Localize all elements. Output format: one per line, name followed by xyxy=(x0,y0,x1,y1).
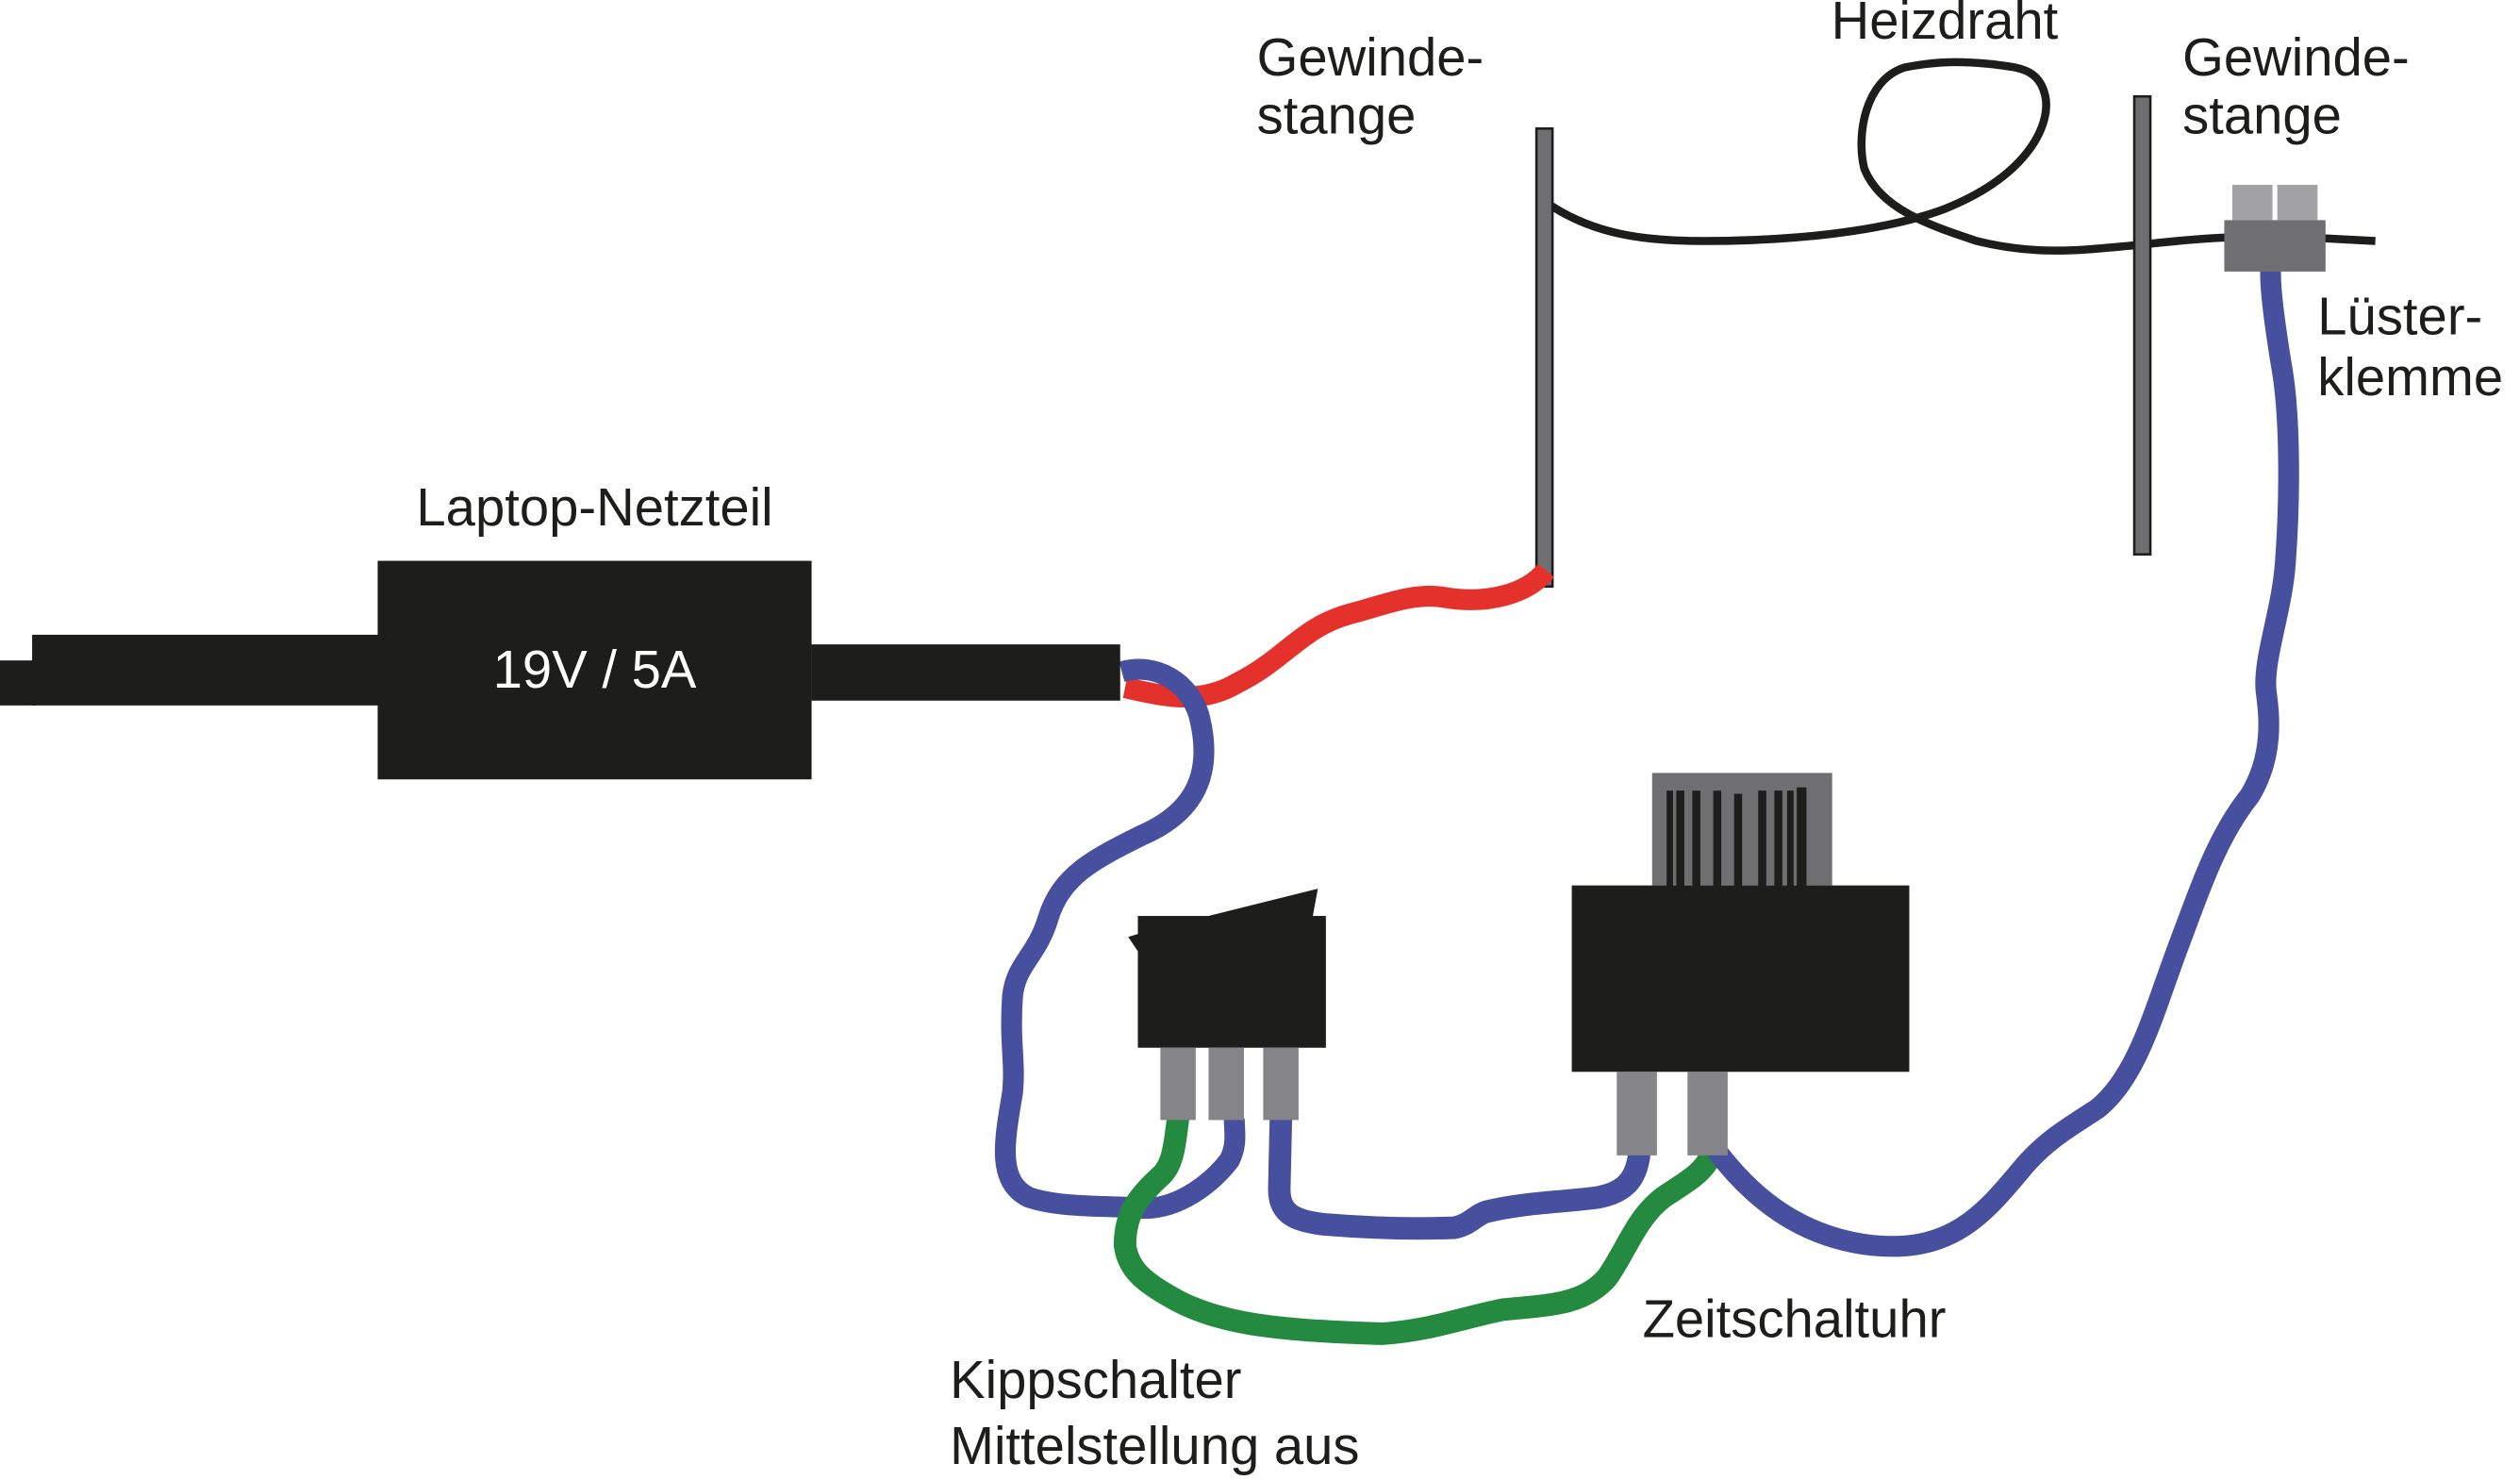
label-rod-left-line2: stange xyxy=(1257,85,1417,144)
switch-body xyxy=(1137,916,1326,1048)
mains-cable-plug xyxy=(0,660,36,706)
terminal-clamp xyxy=(2224,184,2326,272)
label-clamp-line1: Lüster- xyxy=(2317,286,2482,345)
timer-pin-2 xyxy=(1687,1072,1728,1156)
label-clamp-line2: klemme xyxy=(2317,347,2503,407)
switch-pin-2 xyxy=(1208,1047,1244,1121)
wire-red xyxy=(1122,563,1554,707)
wire-blue-timer-to-clamp xyxy=(1708,263,2299,1257)
dc-cable xyxy=(811,644,1120,701)
threaded-rod-left xyxy=(1534,127,1554,589)
switch-pin-1 xyxy=(1160,1047,1196,1121)
wire-green xyxy=(1113,1117,1722,1345)
label-switch-line1: Kippschalter xyxy=(950,1350,1241,1409)
psu-body xyxy=(377,560,812,780)
threaded-rod-right xyxy=(2132,94,2152,557)
wire-blue-switch-to-timer xyxy=(1268,1118,1651,1240)
label-timer: Zeitschaltuhr xyxy=(1643,1289,1947,1348)
switch-pin-3 xyxy=(1263,1047,1299,1121)
toggle-switch xyxy=(1128,889,1326,1121)
label-rod-right-line2: stange xyxy=(2182,85,2342,144)
clamp-screw-left xyxy=(2231,184,2273,221)
timer-pin-1 xyxy=(1616,1072,1657,1156)
label-rod-left-line1: Gewinde- xyxy=(1257,27,1484,87)
mains-cable xyxy=(32,634,386,706)
label-rod-right-line1: Gewinde- xyxy=(2182,27,2410,87)
timer-switch xyxy=(1571,773,1910,1156)
label-heating-wire: Heizdraht xyxy=(1832,0,2059,50)
label-power-supply: Laptop-Netzteil xyxy=(416,477,772,537)
wire-blue-psu-to-switch xyxy=(994,658,1246,1220)
clamp-body xyxy=(2224,220,2326,272)
psu-rating-label: 19V / 5A xyxy=(493,640,697,699)
heating-wire xyxy=(1543,58,2376,255)
laptop-power-supply: 19V / 5A xyxy=(0,560,1120,780)
timer-body xyxy=(1571,885,1910,1073)
label-switch-line2: Mittelstellung aus xyxy=(950,1416,1359,1475)
timer-dial-segments xyxy=(1666,787,1807,888)
clamp-screw-right xyxy=(2277,184,2318,221)
